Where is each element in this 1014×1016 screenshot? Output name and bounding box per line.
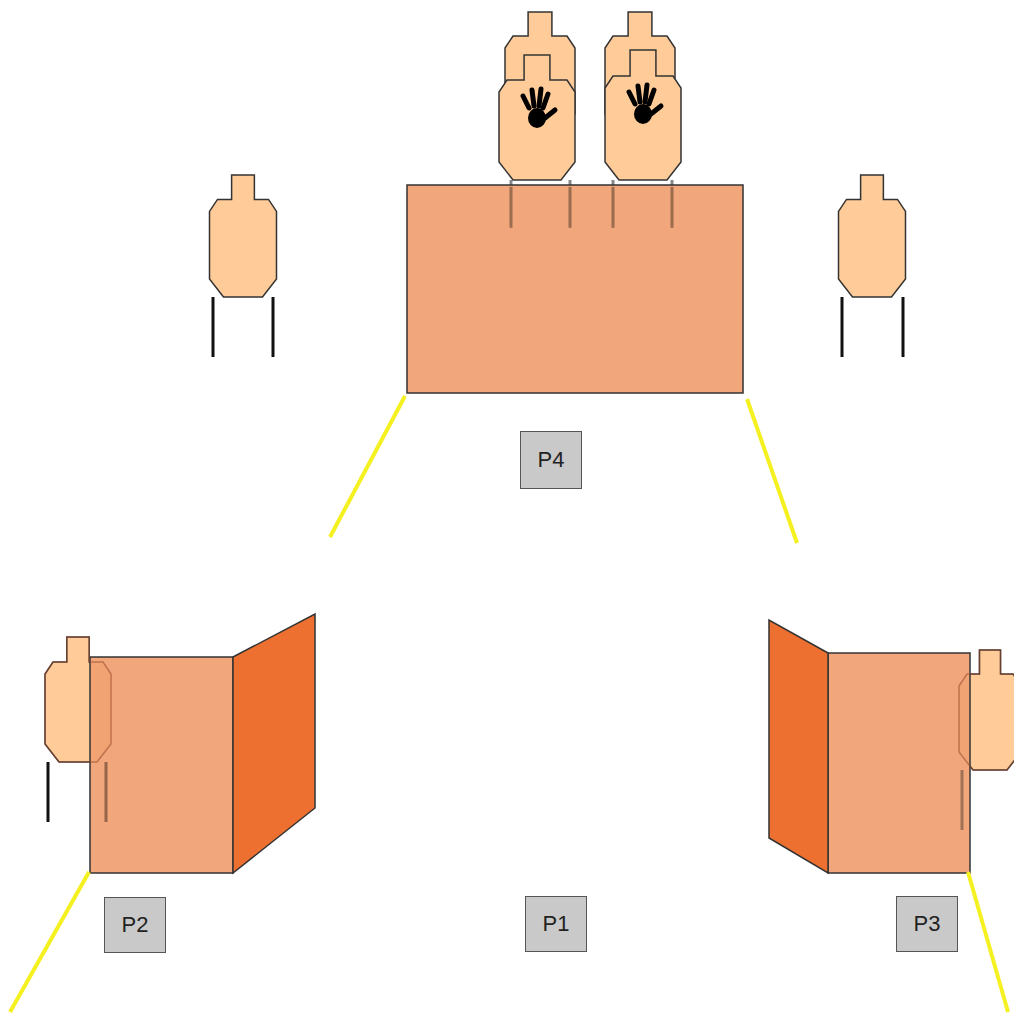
target-stand (902, 297, 905, 357)
barricade-wing (233, 614, 315, 873)
target-stand (47, 762, 50, 822)
target-stand (212, 297, 215, 357)
fault-line (968, 872, 1008, 1012)
fault-line (747, 399, 797, 543)
target-stand (671, 187, 674, 228)
position-label: P3 (914, 913, 941, 935)
paper-target (839, 175, 906, 297)
position-box: P2 (104, 897, 166, 953)
barricade-wing (769, 620, 828, 873)
position-label: P2 (122, 914, 149, 936)
target-stand (841, 297, 844, 357)
position-label: P4 (538, 449, 565, 471)
no-shoot-target (499, 55, 575, 180)
fault-line (330, 396, 405, 537)
hidden-target-outline (45, 637, 111, 762)
target-stand (105, 762, 108, 822)
target-stand (569, 187, 572, 228)
no-shoot-target (605, 50, 681, 180)
position-label: P1 (543, 913, 570, 935)
hidden-target-outline (959, 650, 1014, 770)
position-box: P1 (525, 896, 587, 952)
no-shoot-hand (629, 85, 661, 124)
target-stand (272, 297, 275, 357)
target-stand (105, 762, 108, 822)
no-shoot-hand (523, 89, 555, 128)
target-stand (612, 187, 615, 228)
centre-wall (407, 185, 743, 393)
barricade-wall (828, 653, 970, 873)
target-stand (510, 187, 513, 228)
fault-line (10, 872, 89, 1012)
position-box: P4 (520, 431, 582, 489)
position-box: P3 (896, 896, 958, 952)
paper-target (210, 175, 277, 297)
target-stand (961, 770, 964, 830)
